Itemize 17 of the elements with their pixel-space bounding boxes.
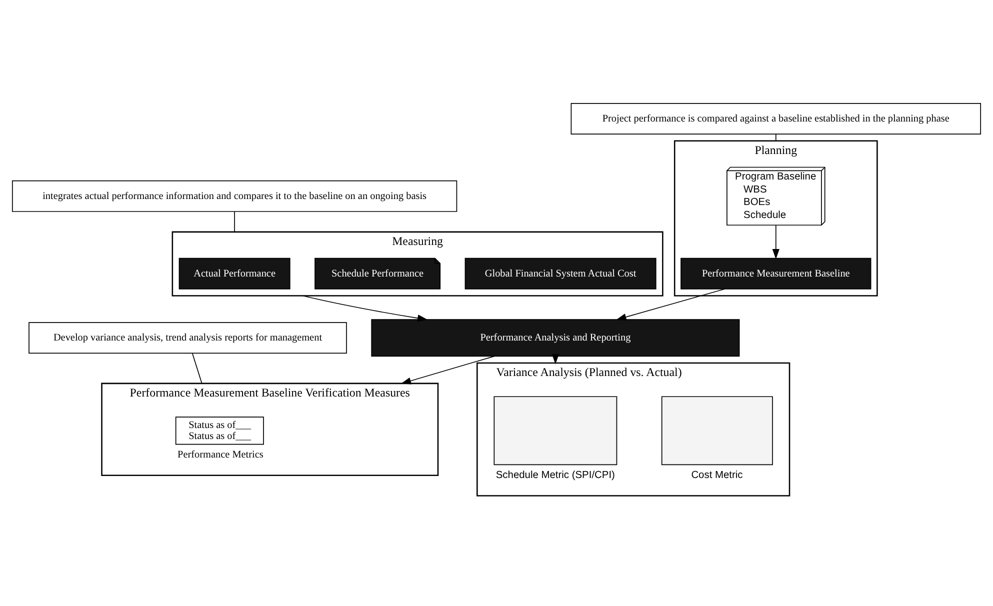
node-label: Cost Metric bbox=[691, 470, 743, 481]
node-label: Schedule Metric (SPI/CPI) bbox=[496, 470, 615, 481]
node-box: integrates actual performance information and compares it to the baseline on an ongoing basis bbox=[12, 180, 458, 212]
node-box: Project performance is compared against a baseline established in the planning phase bbox=[570, 102, 982, 134]
node-label: Performance Metrics bbox=[178, 450, 264, 461]
arrow bbox=[302, 295, 428, 322]
arrow bbox=[616, 288, 726, 320]
connector bbox=[234, 211, 235, 232]
node-box: Actual Performance bbox=[178, 258, 290, 290]
connector bbox=[775, 134, 776, 142]
node-box: Global Financial System Actual Cost bbox=[464, 258, 656, 290]
arrow bbox=[400, 356, 495, 384]
node-box: Status as of___ Status as of___ bbox=[175, 416, 264, 445]
node-box: Develop variance analysis, trend analysis reports for management bbox=[28, 322, 347, 354]
arrow bbox=[772, 224, 780, 260]
connector bbox=[192, 352, 202, 384]
node-box: Performance Measurement Baseline bbox=[680, 258, 872, 290]
